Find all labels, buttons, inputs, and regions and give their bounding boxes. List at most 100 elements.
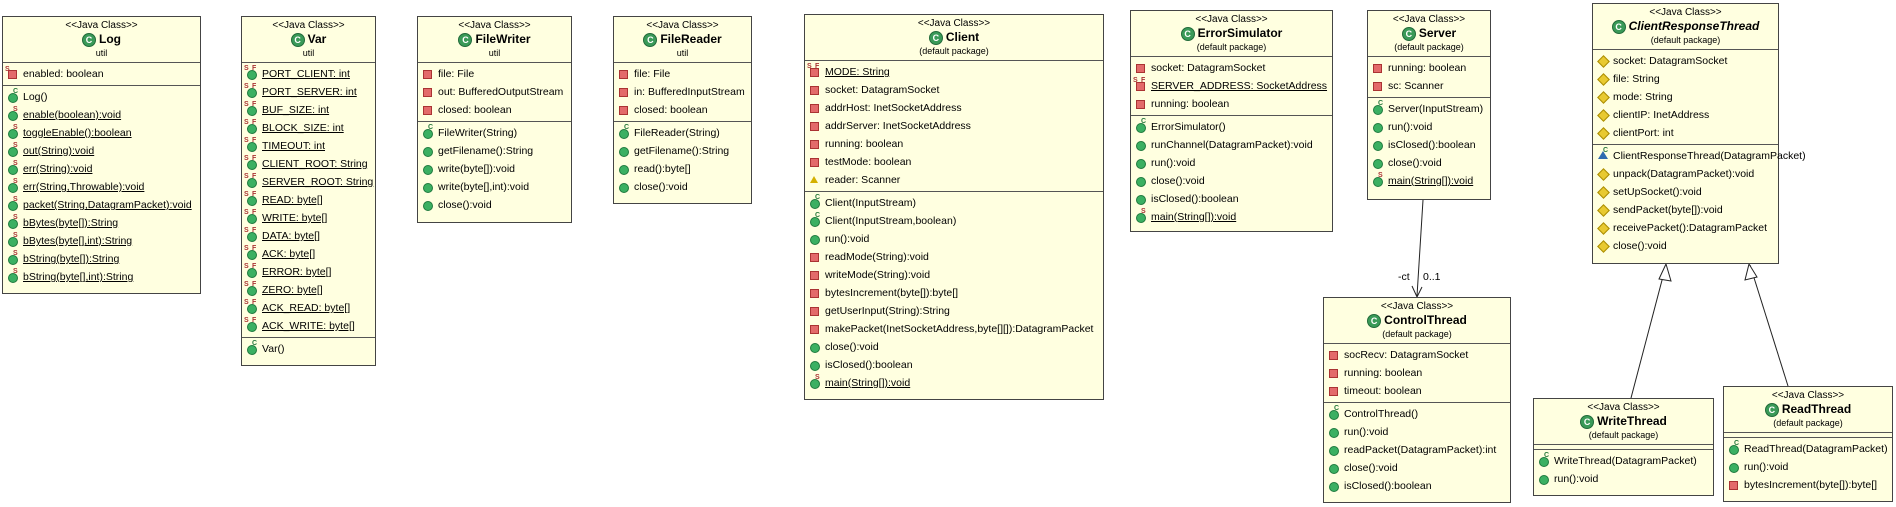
method: unpack(DatagramPacket):void <box>1593 165 1778 183</box>
public-static-icon: S <box>810 374 820 389</box>
private-field-icon <box>619 69 629 79</box>
attributes-section: file: File out: BufferedOutputStream clo… <box>418 63 571 121</box>
public-method-icon <box>423 182 433 193</box>
method: close():void <box>1324 459 1510 477</box>
constructor-icon: C <box>247 340 257 355</box>
attributes-section: socket: DatagramSocket file: String mode… <box>1593 50 1778 144</box>
member-label: err(String,Throwable):void <box>23 181 145 193</box>
protected-field-icon <box>1597 109 1610 122</box>
attributes-section: file: File in: BufferedInputStream close… <box>614 63 751 121</box>
method: readPacket(DatagramPacket):int <box>1324 441 1510 459</box>
method: write(byte[]):void <box>418 160 571 178</box>
class-icon: C <box>1580 414 1595 429</box>
member-label: isClosed():boolean <box>1344 480 1432 492</box>
class-name: Server <box>1418 26 1457 40</box>
private-method-icon <box>810 288 820 298</box>
public-method-icon <box>810 360 820 371</box>
class-icon: C <box>1764 402 1779 417</box>
attribute: running: boolean <box>805 135 1103 153</box>
member-label: mode: String <box>1613 91 1673 103</box>
member-label: ACK_READ: byte[] <box>262 302 351 314</box>
protected-method-icon <box>1597 204 1610 217</box>
method: readMode(String):void <box>805 248 1103 266</box>
public-method-icon <box>1373 158 1383 169</box>
member-label: ErrorSimulator() <box>1151 121 1226 133</box>
member-label: MODE: String <box>825 66 890 78</box>
member-label: TIMEOUT: int <box>262 140 326 152</box>
attribute: closed: boolean <box>418 101 571 119</box>
class-name: Var <box>307 32 327 46</box>
generalization-triangle-write <box>1658 262 1672 282</box>
protected-constructor-icon: C <box>1598 147 1608 161</box>
stereotype-label: <<Java Class>> <box>65 20 138 31</box>
constructor-icon: C <box>810 212 820 227</box>
member-label: isClosed():boolean <box>1388 139 1476 151</box>
class-name: Log <box>99 32 121 46</box>
member-label: receivePacket():DatagramPacket <box>1613 222 1768 234</box>
method: close():void <box>1593 237 1778 255</box>
class-icon: C <box>1180 26 1195 41</box>
member-label: close():void <box>438 199 492 211</box>
stereotype-label: <<Java Class>> <box>1380 301 1454 312</box>
member-label: run():void <box>1744 461 1789 473</box>
association-multiplicity-label: 0..1 <box>1423 271 1441 283</box>
public-method-icon <box>423 200 433 211</box>
member-label: WRITE: byte[] <box>262 212 328 224</box>
constructor-icon: C <box>8 88 18 103</box>
member-label: file: String <box>1613 73 1660 85</box>
package-field-icon <box>810 175 820 185</box>
public-static-icon: S <box>8 214 18 229</box>
private-method-icon <box>810 306 820 316</box>
protected-field-icon <box>1597 55 1610 68</box>
member-label: SERVER_ADDRESS: SocketAddress <box>1151 80 1328 92</box>
stereotype-label: <<Java Class>> <box>1195 14 1268 25</box>
private-field-icon <box>810 103 820 113</box>
member-label: PORT_CLIENT: int <box>262 68 350 80</box>
attribute: clientIP: InetAddress <box>1593 106 1778 124</box>
member-label: FileWriter(String) <box>438 127 518 139</box>
package-label: util <box>302 48 315 58</box>
stereotype-label: <<Java Class>> <box>646 20 719 31</box>
class-icon: C <box>458 32 473 47</box>
package-label: (default package) <box>1196 42 1267 52</box>
constructor-icon: C <box>1729 440 1739 455</box>
public-method-icon <box>619 182 629 193</box>
association-line <box>1416 199 1424 297</box>
method: close():void <box>418 196 571 214</box>
member-label: out(String):void <box>23 145 95 157</box>
